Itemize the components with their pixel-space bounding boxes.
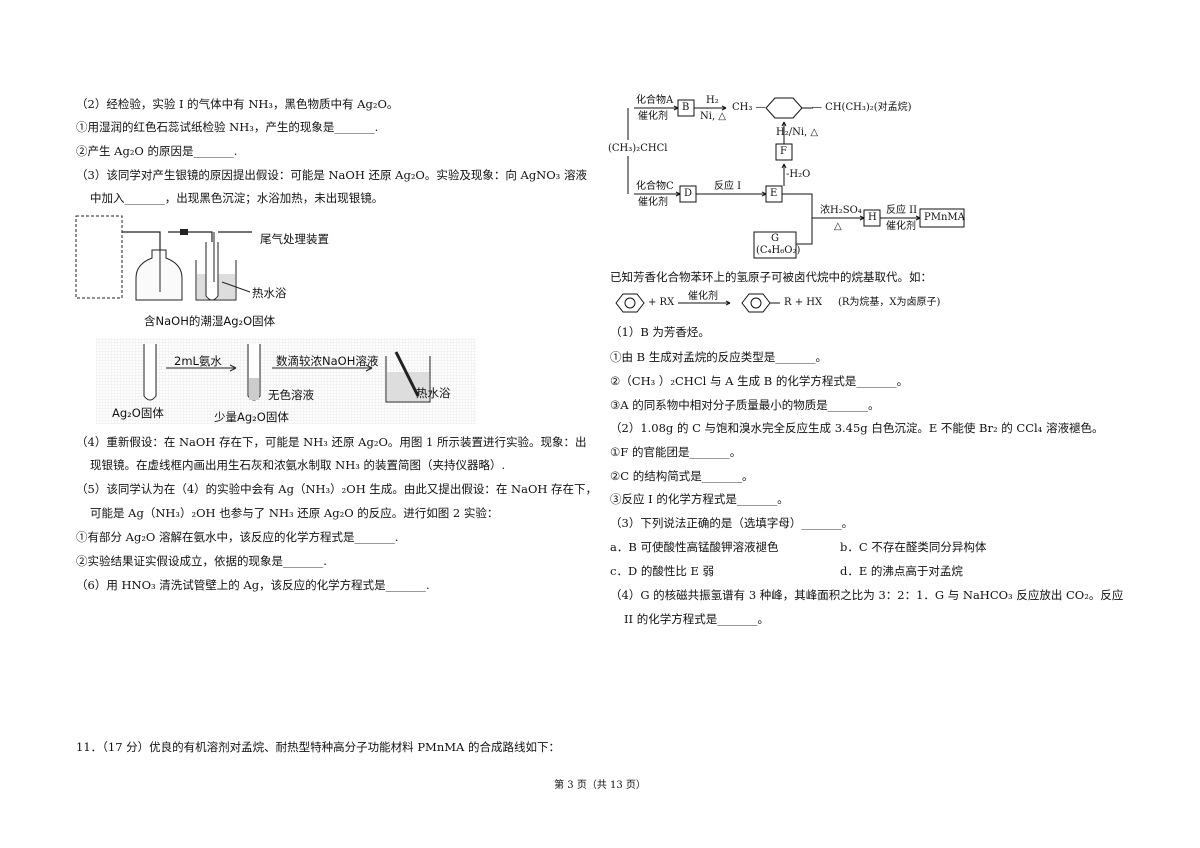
NiHeat-label: Ni, △ bbox=[700, 111, 726, 122]
ammonia-label: 2mL氨水 bbox=[174, 354, 222, 368]
little-ag2o-label: 少量Ag₂O固体 bbox=[214, 410, 289, 424]
H2-label: H₂ bbox=[706, 95, 719, 106]
colorless-label: 无色溶液 bbox=[268, 388, 314, 402]
benzene-ring-1 bbox=[615, 293, 645, 313]
react1-label: 反应 I bbox=[714, 181, 742, 192]
catalyst-label-3: 催化剂 bbox=[886, 221, 916, 232]
cyclohexane-ring bbox=[765, 97, 803, 119]
q3-line2: 中加入_______，出现黑色沉淀；水浴加热，未出现银镜。 bbox=[90, 191, 384, 205]
conc-label: 浓H₂SO₄ bbox=[820, 205, 862, 216]
gas-bottle bbox=[135, 249, 183, 301]
F-label: F bbox=[780, 146, 787, 157]
q4-line2: 现银镜。在虚线框内画出用生石灰和浓氨水制取 NH₃ 的装置简图（夹持仪器略）. bbox=[90, 458, 506, 472]
page-footer: 第 3 页（共 13 页） bbox=[554, 780, 646, 791]
figure-1: 尾气处理装置 热水浴 含NaOH的潮湿Ag₂O固体 bbox=[72, 212, 342, 332]
tail-gas-label: 尾气处理装置 bbox=[260, 232, 329, 246]
q5-line1: （5）该同学认为在（4）的实验中会有 Ag（NH₃）₂OH 生成。由此又提出假设… bbox=[76, 482, 598, 496]
G-formula: (C₄H₆O₂) bbox=[756, 245, 801, 256]
D-label: D bbox=[684, 188, 693, 199]
dashed-box bbox=[75, 215, 123, 299]
product-label: — CH(CH₃)₂(对孟烷) bbox=[812, 102, 912, 113]
plusRX-label: + RX bbox=[648, 297, 675, 308]
arrow-2 bbox=[272, 364, 373, 372]
q4-line1: （4）重新假设：在 NaOH 存在下，可能是 NH₃ 还原 Ag₂O。用图 1 … bbox=[76, 435, 587, 449]
CH3-label: CH₃ — bbox=[732, 102, 766, 113]
figure-2: 2mL氨水 数滴较浓NaOH溶液 无色溶液 热水浴 Ag₂O固体 少量Ag₂O固… bbox=[96, 338, 476, 424]
r-q2-sub1: ①F 的官能团是_______。 bbox=[610, 445, 742, 459]
q2-sub1: ①用湿润的红色石蕊试纸检验 NH₃，产生的现象是_______. bbox=[76, 120, 379, 134]
q5-sub2: ②实验结果证实假设成立，依据的现象是_______. bbox=[76, 554, 327, 568]
q2-intro: （2）经检验，实验 I 的气体中有 NH₃，黑色物质中有 Ag₂O。 bbox=[76, 97, 399, 111]
hot-bath-label-2: 热水浴 bbox=[416, 386, 451, 400]
option-a: a．B 可使酸性高锰酸钾溶液褪色 bbox=[610, 540, 779, 554]
option-b: b．C 不存在醛类同分异构体 bbox=[840, 540, 987, 554]
r-q3: （3）下列说法正确的是（选填字母）_______。 bbox=[610, 516, 854, 530]
beaker bbox=[195, 260, 237, 301]
minusH2O-label: -H₂O bbox=[786, 169, 811, 180]
heat-label: △ bbox=[834, 221, 842, 232]
beaker-2 bbox=[385, 356, 431, 403]
compA-label: 化合物A bbox=[636, 95, 674, 106]
r-q4-line2: II 的化学方程式是_______。 bbox=[624, 612, 769, 626]
PMnMA-label: PMnMA bbox=[924, 212, 965, 223]
B-label: B bbox=[682, 102, 690, 113]
r-q2-sub2: ②C 的结构简式是_______。 bbox=[610, 469, 754, 483]
rxn-catalyst-label: 催化剂 bbox=[688, 291, 718, 302]
E-label: E bbox=[770, 188, 778, 199]
option-d: d．E 的沸点高于对孟烷 bbox=[840, 564, 963, 578]
benzene-ring-2 bbox=[741, 293, 771, 313]
q2-sub2: ②产生 Ag₂O 的原因是_______. bbox=[76, 144, 238, 158]
solid-label: 含NaOH的潮湿Ag₂O固体 bbox=[144, 314, 276, 328]
test-tube-1 bbox=[143, 344, 157, 401]
synthesis-scheme: 化合物A 催化剂 B H₂ Ni, △ CH₃ — — CH(CH₃)₂(对孟烷… bbox=[608, 90, 978, 262]
rxn-condition-label: (R为烷基，X为卤原子) bbox=[838, 297, 941, 308]
q11-intro: 11．（17 分）优良的有机溶剂对孟烷、耐热型特种高分子功能材料 PMnMA 的… bbox=[76, 740, 560, 754]
connecting-tube bbox=[122, 231, 161, 252]
r-q1-sub3: ③A 的同系物中相对分子质量最小的物质是_______。 bbox=[610, 398, 880, 412]
compC-label: 化合物C bbox=[636, 181, 674, 192]
option-c: c．D 的酸性比 E 弱 bbox=[610, 564, 715, 578]
q3-line1: （3）该同学对产生银镜的原因提出假设：可能是 NaOH 还原 Ag₂O。实验及现… bbox=[76, 168, 587, 182]
alkylation-reaction: + RX 催化剂 R + HX (R为烷基，X为卤原子) bbox=[610, 290, 950, 316]
note-line: 已知芳香化合物苯环上的氢原子可被卤代烷中的烷基取代。如： bbox=[610, 270, 932, 284]
arrow-1 bbox=[166, 364, 237, 372]
reaction-arrow bbox=[678, 300, 731, 306]
q6: （6）用 HNO₃ 清洗试管壁上的 Ag，该反应的化学方程式是_______. bbox=[76, 578, 430, 592]
H-label: H bbox=[868, 212, 877, 223]
r-q4-line1: （4）G 的核磁共振氢谱有 3 种峰，其峰面积之比为 3：2：1．G 与 NaH… bbox=[610, 588, 1124, 602]
naoh-label: 数滴较浓NaOH溶液 bbox=[276, 354, 379, 368]
r-q2: （2）1.08g 的 C 与饱和溴水完全反应生成 3.45g 白色沉淀。E 不能… bbox=[610, 421, 1104, 435]
q5-line2: 可能是 Ag（NH₃）₂OH 也参与了 NH₃ 还原 Ag₂O 的反应。进行如图… bbox=[90, 506, 499, 520]
r-q2-sub3: ③反应 I 的化学方程式是_______。 bbox=[610, 492, 789, 506]
react2-label: 反应 II bbox=[886, 205, 918, 216]
start-label: (CH₃)₂CHCl bbox=[608, 143, 668, 154]
r-q1-sub1: ①由 B 生成对孟烷的反应类型是_______。 bbox=[610, 350, 828, 364]
G-label: G bbox=[771, 233, 779, 244]
box-F bbox=[775, 143, 793, 161]
ag2o-solid-label: Ag₂O固体 bbox=[112, 406, 164, 420]
rxn-product-label: R + HX bbox=[784, 297, 823, 308]
catalyst-label-1: 催化剂 bbox=[638, 111, 668, 122]
H2Ni-label: H₂/Ni, △ bbox=[776, 127, 819, 138]
r-q1-sub2: ②（CH₃ ）₂CHCl 与 A 生成 B 的化学方程式是_______。 bbox=[610, 374, 909, 388]
hot-bath-label: 热水浴 bbox=[252, 286, 287, 300]
q5-sub1: ①有部分 Ag₂O 溶解在氨水中，该反应的化学方程式是_______. bbox=[76, 530, 399, 544]
box-G bbox=[753, 231, 797, 259]
test-tube bbox=[205, 242, 219, 301]
box-PMnMA bbox=[919, 208, 965, 228]
r-q1: （1）B 为芳香烃。 bbox=[610, 325, 710, 339]
catalyst-label-2: 催化剂 bbox=[638, 197, 668, 208]
